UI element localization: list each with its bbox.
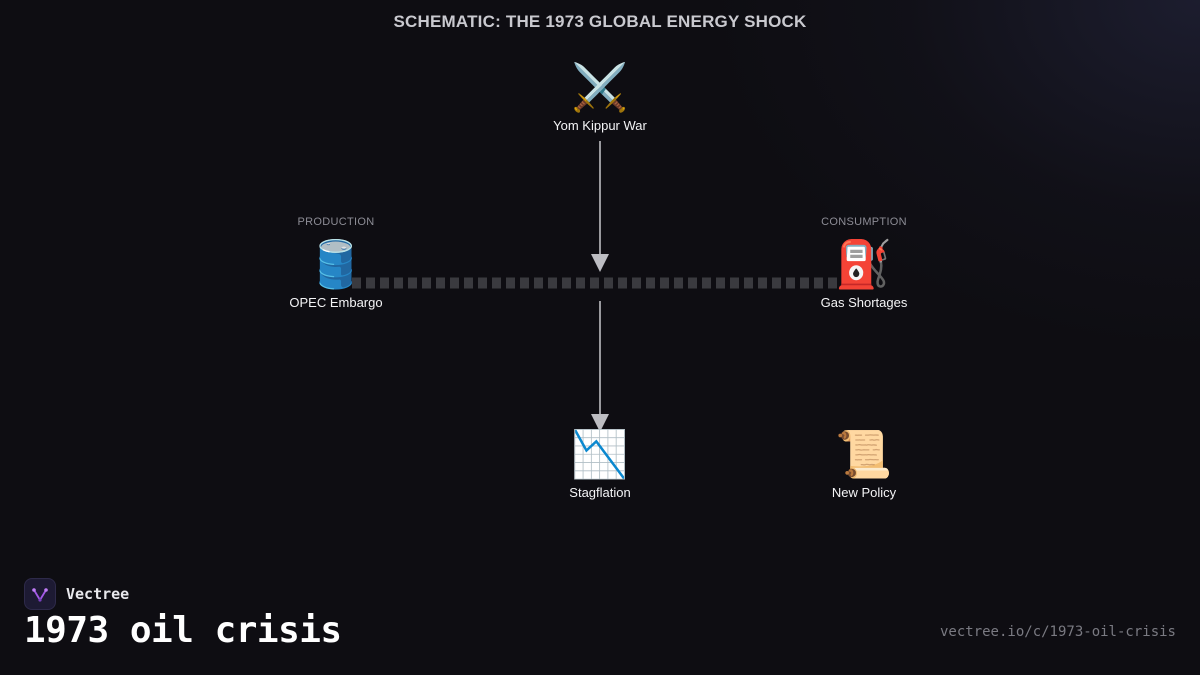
node-stagflation[interactable]: 📉 Stagflation — [510, 427, 690, 501]
vectree-logo-glyph — [32, 588, 48, 602]
node-gas-shortages[interactable]: CONSUMPTION ⛽ Gas Shortages — [774, 215, 954, 311]
brand[interactable]: Vectree — [24, 577, 129, 611]
fuel-pump-icon: ⛽ — [835, 237, 893, 291]
node-category: CONSUMPTION — [821, 216, 907, 228]
node-label: Stagflation — [569, 485, 631, 500]
topic-title: 1973 oil crisis — [24, 610, 342, 651]
node-label: Yom Kippur War — [553, 118, 647, 133]
node-label: New Policy — [831, 485, 897, 500]
vectree-logo-icon — [24, 578, 56, 610]
node-label: OPEC Embargo — [289, 295, 383, 310]
crossed-swords-icon: ⚔️ — [571, 60, 629, 114]
scroll-icon: 📜 — [835, 427, 893, 481]
diagram-title: SCHEMATIC: THE 1973 GLOBAL ENERGY SHOCK — [393, 12, 807, 31]
node-category: PRODUCTION — [297, 216, 375, 228]
brand-name: Vectree — [66, 585, 130, 603]
node-new-policy[interactable]: 📜 New Policy — [774, 427, 954, 501]
node-label: Gas Shortages — [820, 295, 908, 310]
node-opec-embargo[interactable]: PRODUCTION 🛢️ OPEC Embargo — [246, 215, 426, 311]
node-yom-kippur-war[interactable]: ⚔️ Yom Kippur War — [510, 60, 690, 134]
chart-decreasing-icon: 📉 — [571, 427, 629, 481]
oil-barrel-icon: 🛢️ — [307, 237, 365, 291]
arrowhead-pipeline-to-stagflation — [591, 414, 609, 432]
topic-url[interactable]: vectree.io/c/1973-oil-crisis — [939, 624, 1176, 640]
arrowhead-war-to-pipeline — [591, 254, 609, 272]
